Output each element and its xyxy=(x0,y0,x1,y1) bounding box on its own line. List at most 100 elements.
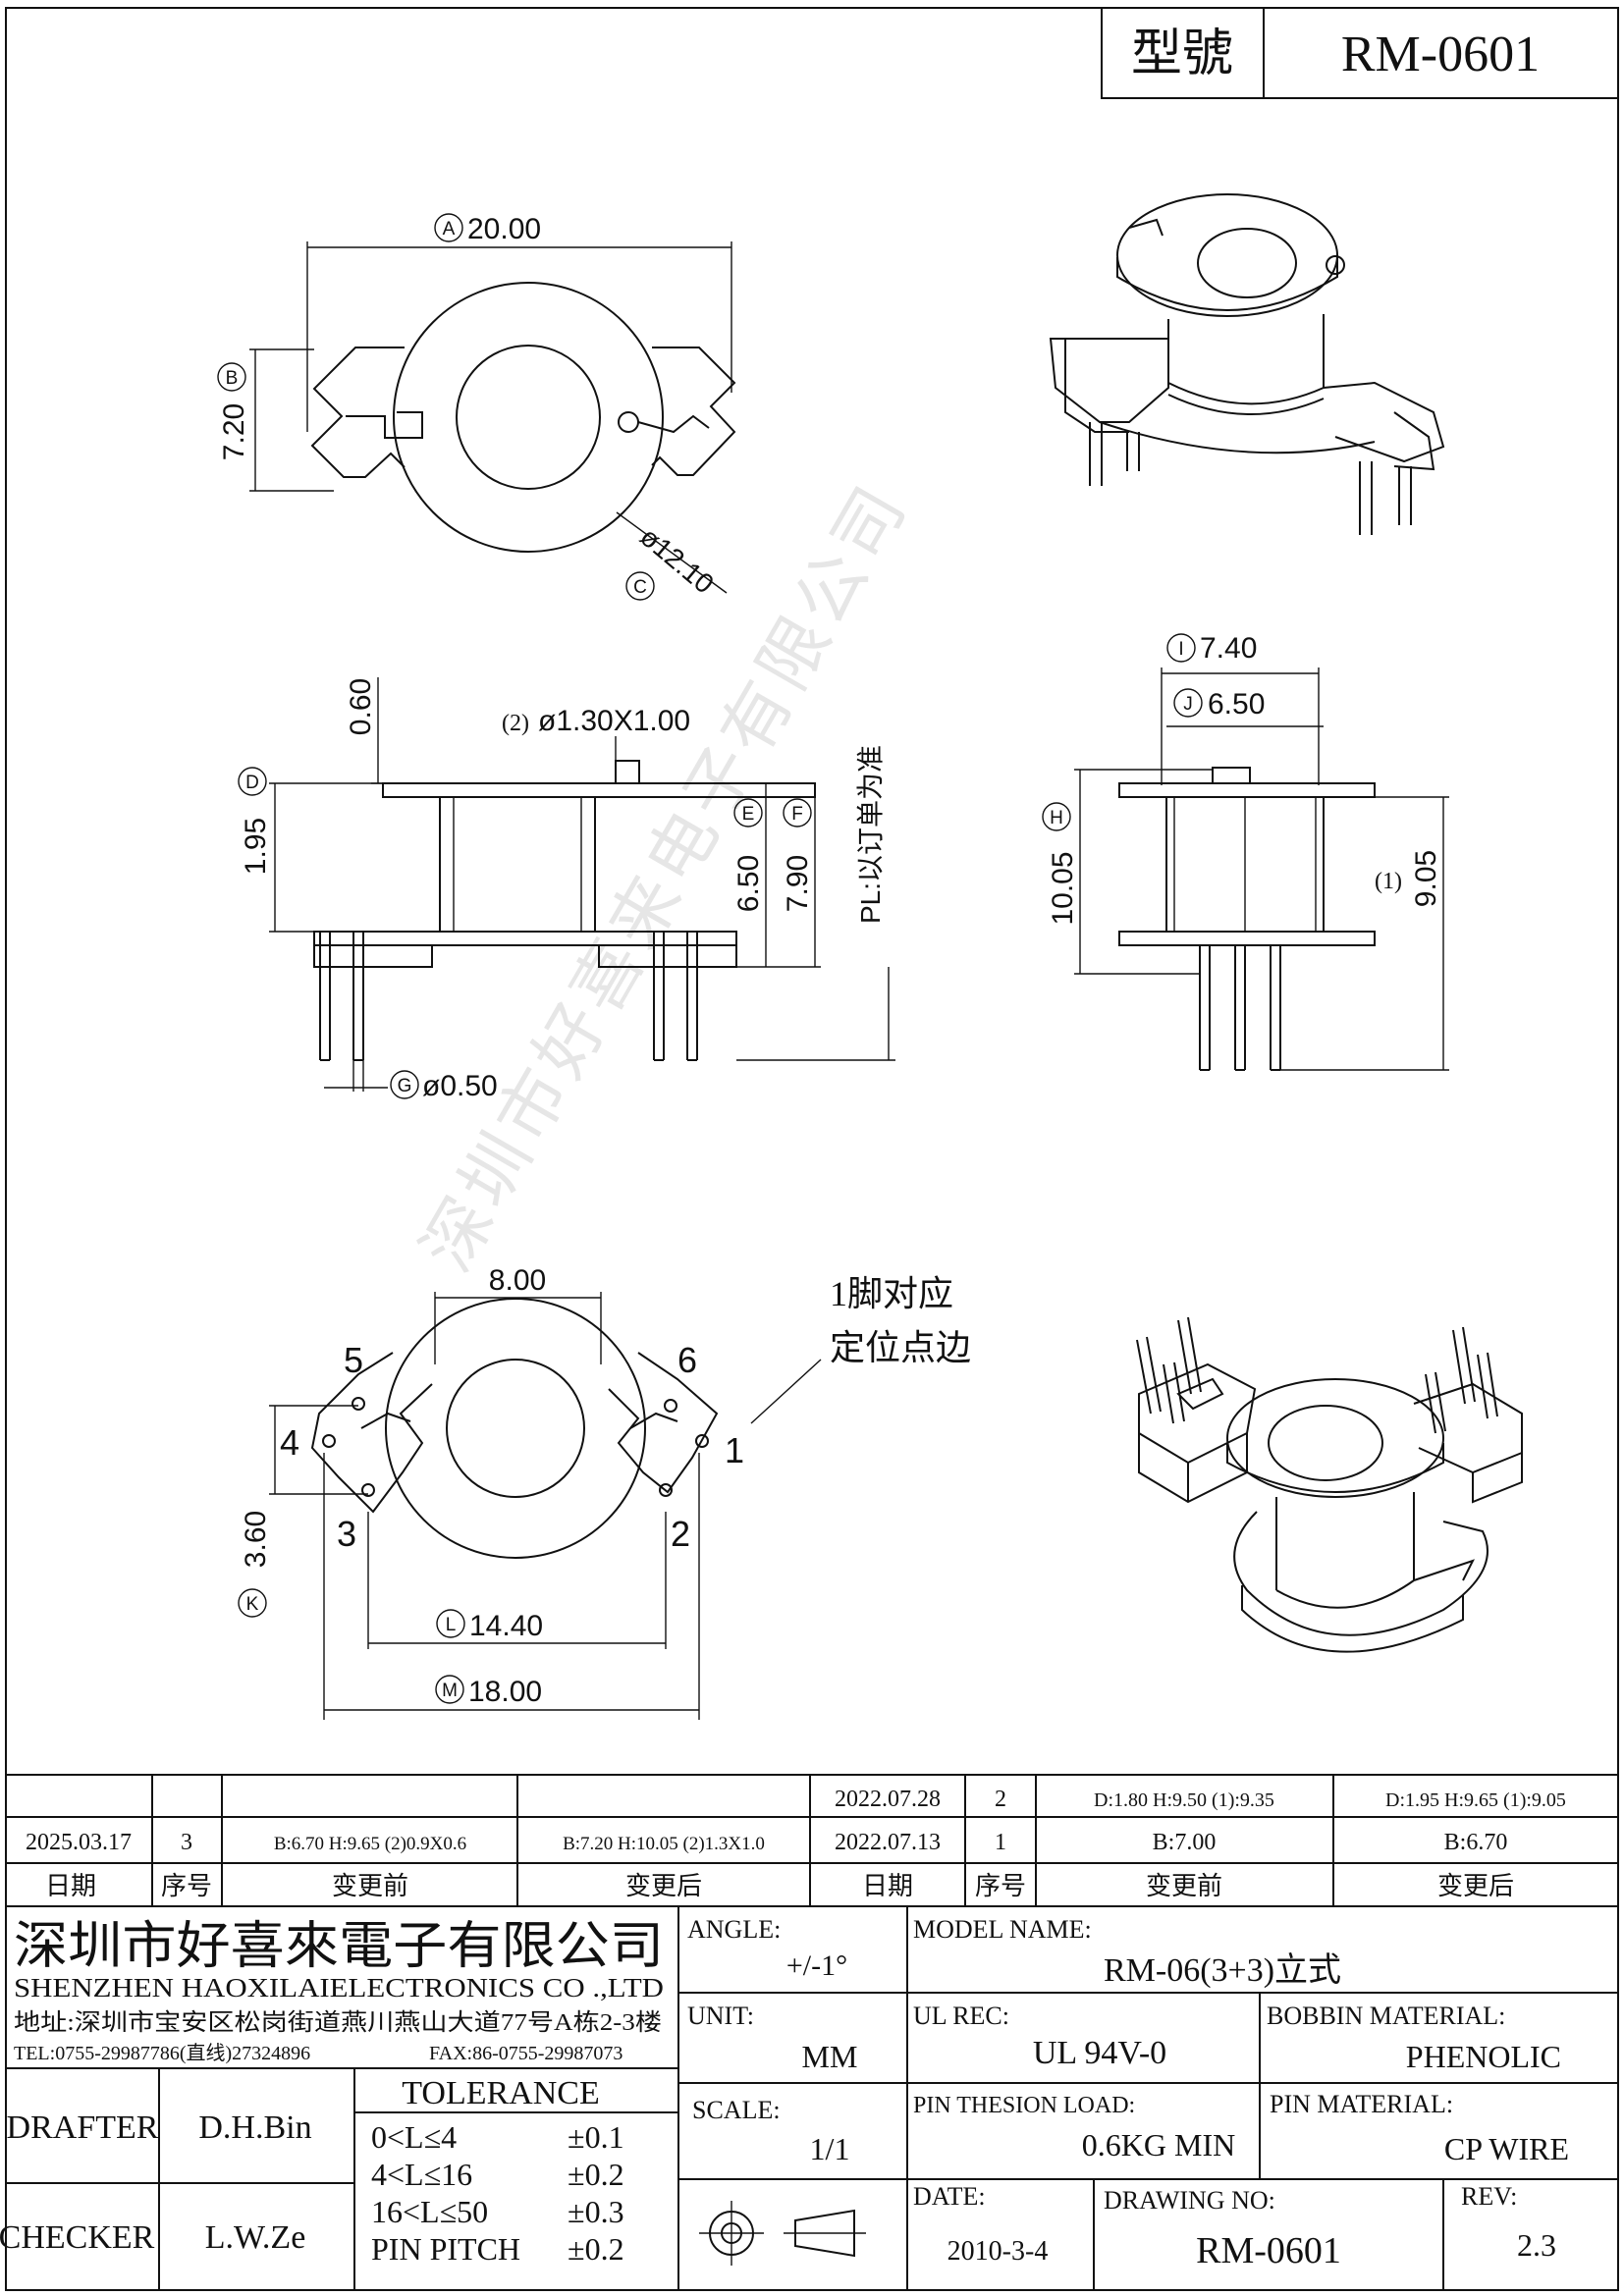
svg-text:PHENOLIC: PHENOLIC xyxy=(1406,2039,1561,2074)
company-watermark: 深圳市好喜来电子有限公司 xyxy=(409,471,923,1284)
rev-value: 2.3 xyxy=(1517,2227,1556,2263)
dim-j: 6.50 xyxy=(1208,688,1265,721)
drawing-no-value: RM-0601 xyxy=(1196,2230,1341,2271)
svg-text:BOBBIN MATERIAL:: BOBBIN MATERIAL: xyxy=(1267,2002,1505,2030)
svg-text:DATE:: DATE: xyxy=(913,2182,986,2211)
dim-k: 3.60 xyxy=(240,1511,272,1568)
title-block: 深圳市好喜來電子有限公司 SHENZHEN HAOXILAIELECTRONIC… xyxy=(0,1906,1618,2290)
svg-text:D:1.95 H:9.65 (1):9.05: D:1.95 H:9.65 (1):9.05 xyxy=(1385,1789,1566,1811)
svg-text:H: H xyxy=(1050,808,1063,828)
svg-text:序号: 序号 xyxy=(975,1872,1026,1900)
model-value: RM-0601 xyxy=(1341,27,1540,82)
svg-text:日期: 日期 xyxy=(862,1872,913,1900)
pin-hole-5 xyxy=(352,1397,365,1411)
svg-text:B:7.00: B:7.00 xyxy=(1153,1830,1217,1855)
svg-text:K: K xyxy=(246,1594,259,1615)
tolerance-label: TOLERANCE xyxy=(402,2075,599,2111)
pin1-note-line1: 1脚对应 xyxy=(830,1274,953,1313)
front-view-drawing: I 7.40 J 6.50 10.05 H (1) 9.05 xyxy=(1042,632,1449,1071)
dim-c: ø12.10 xyxy=(634,521,720,600)
dim-a: 20.00 xyxy=(467,213,541,245)
svg-text:ANGLE:: ANGLE: xyxy=(687,1915,781,1944)
svg-text:PIN PITCH: PIN PITCH xyxy=(371,2231,520,2267)
svg-text:SCALE:: SCALE: xyxy=(692,2096,781,2124)
checker-value: L.W.Ze xyxy=(205,2219,306,2256)
svg-text:序号: 序号 xyxy=(161,1872,212,1900)
svg-text:0.6KG MIN: 0.6KG MIN xyxy=(1082,2127,1235,2163)
model-name-value: RM-06(3+3)立式 xyxy=(1104,1951,1341,1989)
pin-hole-4 xyxy=(322,1434,336,1448)
model-label: 型號 xyxy=(1131,27,1233,82)
dim-l: 14.40 xyxy=(469,1610,543,1642)
svg-text:2022.07.13: 2022.07.13 xyxy=(835,1830,941,1855)
drafter-value: D.H.Bin xyxy=(198,2109,311,2146)
pin-hole-2 xyxy=(659,1483,673,1497)
right-pin-ear xyxy=(651,347,736,476)
svg-text:I: I xyxy=(1178,639,1183,660)
svg-text:B:7.20 H:10.05 (2)1.3X1.0: B:7.20 H:10.05 (2)1.3X1.0 xyxy=(563,1834,765,1854)
dim-e: 6.50 xyxy=(732,855,765,912)
watermark-text: 深圳市好喜来电子有限公司 xyxy=(409,471,923,1284)
dim-h2-count: (1) xyxy=(1375,869,1402,894)
svg-text:日期: 日期 xyxy=(45,1872,96,1900)
svg-text:1: 1 xyxy=(995,1830,1006,1855)
svg-text:B: B xyxy=(226,368,239,389)
isometric-view-top xyxy=(1049,193,1445,535)
left-pin-ear xyxy=(310,347,406,478)
svg-text:L: L xyxy=(446,1615,457,1635)
company-address: 地址:深圳市宝安区松岗街道燕川燕山大道77号A栋2-3楼 xyxy=(14,2009,662,2036)
pin-hole-6 xyxy=(664,1399,677,1413)
top-view-drawing: A 20.00 7.20 B ø12.10 C xyxy=(217,213,736,601)
pin-label-4: 4 xyxy=(280,1422,299,1463)
pin1-note-line2: 定位点边 xyxy=(830,1328,971,1367)
pin-note: ø1.30X1.00 xyxy=(538,705,690,737)
svg-text:2010-3-4: 2010-3-4 xyxy=(947,2236,1049,2267)
checker-label: CHECKER xyxy=(0,2219,155,2256)
flange-outline xyxy=(393,282,664,553)
pin-label-5: 5 xyxy=(344,1340,363,1380)
svg-text:MM: MM xyxy=(802,2039,858,2074)
svg-text:UNIT:: UNIT: xyxy=(687,2002,754,2030)
dim-h: 10.05 xyxy=(1047,851,1079,925)
svg-text:±0.3: ±0.3 xyxy=(568,2194,624,2229)
dim-h2: 9.05 xyxy=(1410,850,1442,907)
svg-text:4<L≤16: 4<L≤16 xyxy=(371,2157,472,2192)
projection-symbol xyxy=(699,2201,866,2266)
model-header: 型號 RM-0601 xyxy=(1101,7,1619,99)
svg-text:±0.1: ±0.1 xyxy=(568,2119,624,2155)
svg-text:2025.03.17: 2025.03.17 xyxy=(26,1830,132,1855)
svg-text:变更前: 变更前 xyxy=(1146,1872,1222,1900)
svg-text:3: 3 xyxy=(181,1830,192,1855)
dim-m: 18.00 xyxy=(468,1676,542,1708)
svg-text:16<L≤50: 16<L≤50 xyxy=(371,2194,488,2229)
dim-f: 7.90 xyxy=(782,855,814,912)
svg-text:1/1: 1/1 xyxy=(810,2131,850,2166)
pin-hole-3 xyxy=(361,1483,375,1497)
dim-i: 7.40 xyxy=(1200,632,1257,665)
svg-text:F: F xyxy=(791,804,803,825)
revision-table: 2022.07.28 2 D:1.80 H:9.50 (1):9.35 D:1.… xyxy=(6,1774,1618,1907)
svg-text:DRAWING NO:: DRAWING NO: xyxy=(1104,2186,1275,2215)
svg-text:变更后: 变更后 xyxy=(1437,1872,1514,1900)
svg-text:D: D xyxy=(245,773,259,793)
pin-label-6: 6 xyxy=(677,1340,697,1380)
isometric-view-bottom xyxy=(1136,1316,1523,1653)
core-hole xyxy=(456,345,601,490)
svg-text:0<L≤4: 0<L≤4 xyxy=(371,2119,457,2155)
svg-text:UL REC:: UL REC: xyxy=(913,2002,1009,2030)
svg-text:变更前: 变更前 xyxy=(332,1872,408,1900)
svg-text:变更后: 变更后 xyxy=(625,1872,702,1900)
svg-text:M: M xyxy=(442,1681,458,1701)
svg-text:PIN MATERIAL:: PIN MATERIAL: xyxy=(1270,2090,1453,2118)
svg-text:B:6.70: B:6.70 xyxy=(1444,1830,1508,1855)
sheet-border xyxy=(5,7,1619,2291)
svg-text:PIN THESION LOAD:: PIN THESION LOAD: xyxy=(913,2093,1135,2118)
company-name-cn: 深圳市好喜來電子有限公司 xyxy=(14,1919,664,1975)
svg-text:C: C xyxy=(633,577,647,598)
svg-text:D:1.80 H:9.50 (1):9.35: D:1.80 H:9.50 (1):9.35 xyxy=(1094,1789,1274,1811)
pin-note-count: (2) xyxy=(502,711,529,736)
svg-text:2022.07.28: 2022.07.28 xyxy=(835,1787,941,1812)
svg-text:UL 94V-0: UL 94V-0 xyxy=(1033,2035,1166,2071)
svg-text:±0.2: ±0.2 xyxy=(568,2157,624,2192)
drafter-label: DRAFTER xyxy=(7,2109,159,2146)
